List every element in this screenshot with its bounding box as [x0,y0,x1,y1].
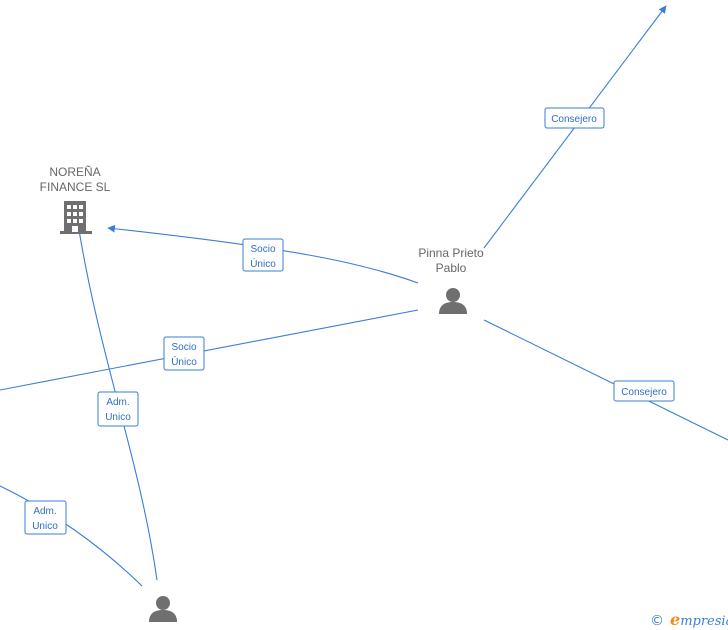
edge-label-line: Socio [250,244,275,255]
edge-label-adm-unico-1[interactable]: Adm. Unico [97,391,139,427]
edge-pinna-to-company [107,224,419,284]
empresia-credit[interactable]: © empresia [650,610,728,629]
edge-label-line: Adm. [106,397,129,408]
company-name-line1: NOREÑA [49,165,100,179]
edge-pinna-to-right [483,319,728,441]
edge-label-adm-unico-2[interactable]: Adm. Unico [24,500,67,535]
person-name-line1: Pinna Prieto [418,246,484,260]
person-node-bottom[interactable] [149,596,177,622]
edge-label-line: Socio [171,342,196,353]
company-node[interactable]: NOREÑA FINANCE SL [40,165,111,234]
edge-label-consejero-right[interactable]: Consejero [613,380,675,402]
edge-label-socio-unico-2[interactable]: Socio Único [163,336,205,371]
person-node-pinna[interactable]: Pinna Prieto Pablo [418,246,484,314]
brand-rest: mpresia [680,614,728,629]
edge-label-line: Unico [105,412,131,423]
edge-label-line: Adm. [33,506,56,517]
company-name-line2: FINANCE SL [40,180,111,194]
edge-label-text: Consejero [551,114,597,125]
brand-initial: e [670,610,680,629]
edge-label-line: Único [250,257,276,270]
edge-left-to-pinna [0,309,419,391]
edge-label-text: Consejero [621,387,667,398]
person-icon [149,596,177,622]
edge-label-line: Único [171,355,197,368]
person-name-line2: Pablo [436,261,467,275]
edge-label-consejero-top[interactable]: Consejero [544,107,605,129]
edge-left-to-bottom-person [0,485,143,587]
person-icon [439,288,467,314]
building-icon [60,201,92,234]
copyright-symbol: © [650,613,664,629]
edge-label-socio-unico-1[interactable]: Socio Único [242,238,284,272]
brand-name: empresia [670,610,728,629]
edge-label-line: Unico [32,521,58,532]
